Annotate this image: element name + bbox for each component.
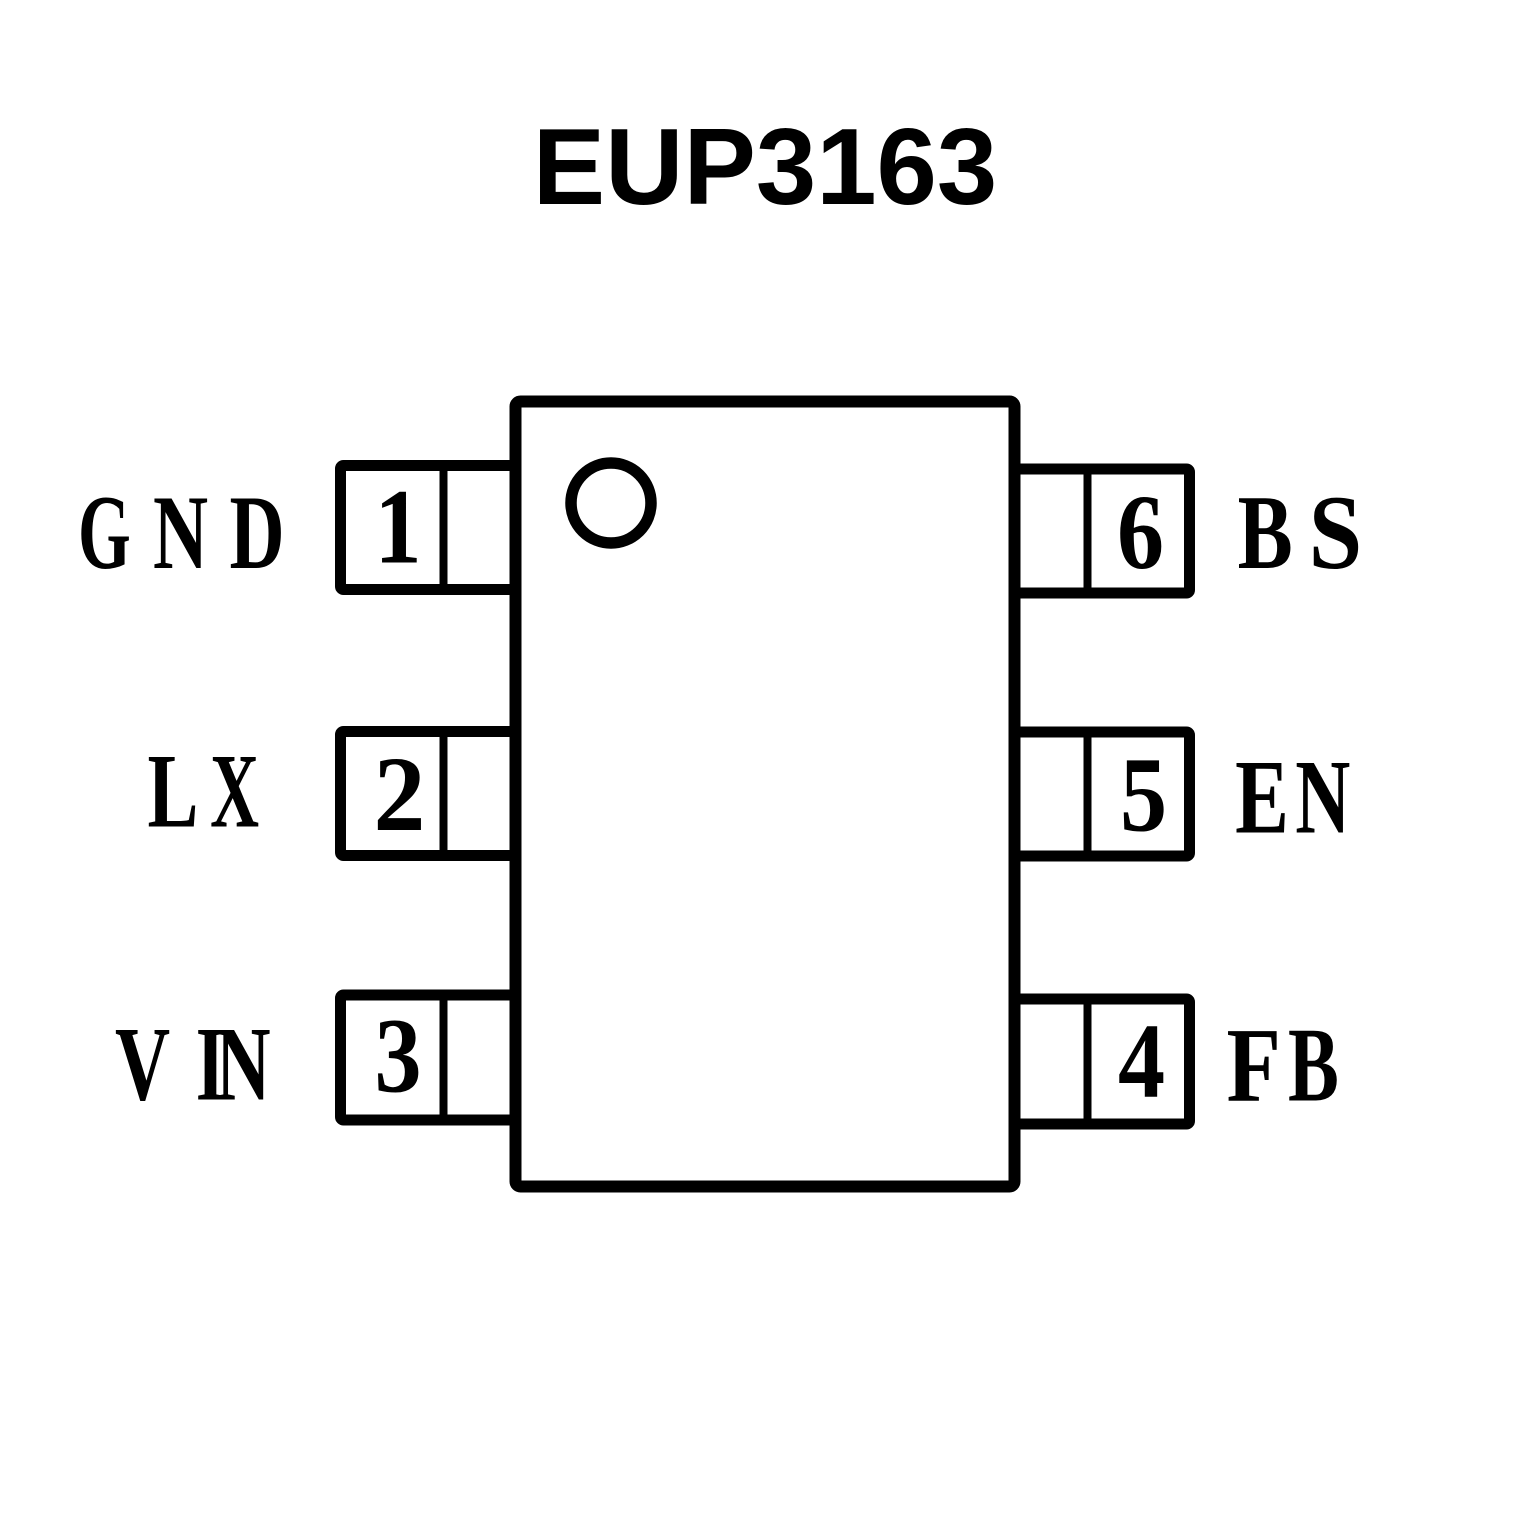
svg-text:S: S [1309, 474, 1363, 591]
svg-text:6: 6 [1117, 472, 1164, 591]
svg-text:2: 2 [374, 735, 426, 854]
svg-text:B: B [1238, 473, 1293, 591]
svg-text:F: F [1227, 1007, 1281, 1124]
svg-text:E: E [1235, 739, 1289, 856]
svg-text:N: N [153, 474, 208, 591]
svg-text:5: 5 [1120, 735, 1167, 854]
svg-text:N: N [215, 1005, 270, 1122]
svg-text:1: 1 [374, 467, 421, 586]
svg-text:D: D [229, 474, 284, 591]
svg-text:X: X [210, 734, 259, 851]
svg-text:B: B [1288, 1006, 1339, 1123]
svg-text:N: N [1295, 738, 1350, 855]
svg-text:V: V [115, 1005, 170, 1122]
svg-text:G: G [78, 475, 131, 592]
svg-text:EUP3163: EUP3163 [533, 106, 997, 227]
svg-text:I: I [196, 1005, 226, 1122]
svg-text:4: 4 [1118, 1001, 1165, 1120]
svg-text:L: L [148, 732, 199, 849]
svg-text:3: 3 [374, 996, 421, 1115]
